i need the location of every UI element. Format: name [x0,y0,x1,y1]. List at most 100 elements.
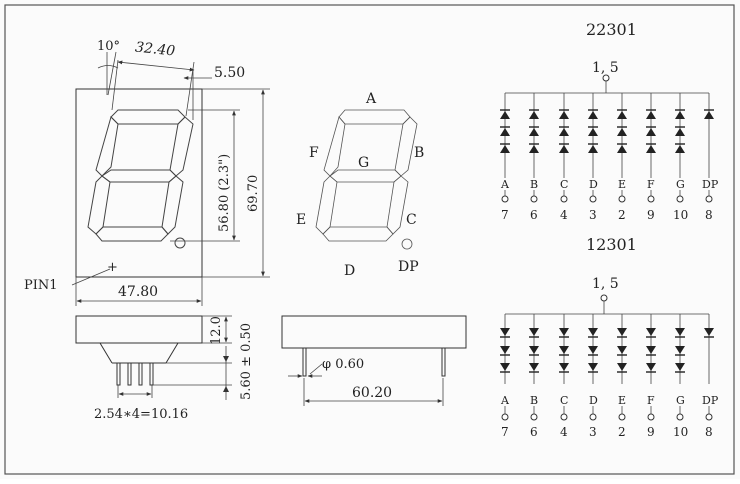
segment-e [315,175,338,235]
led-diode [617,111,627,119]
led-diode [588,363,598,371]
led-diode [646,363,656,371]
pin-terminal [676,413,684,421]
body-height-label: 12.0 [209,316,224,345]
label-b: B [414,145,424,161]
led-diode [529,145,539,153]
led-diode [588,128,598,136]
led-diode [675,111,685,119]
led-diode [675,363,685,371]
segment-c [386,175,409,235]
led-diode [500,346,510,354]
pin-number: 7 [501,425,509,439]
pin1-leader [71,268,111,286]
led-diode [675,346,685,354]
end-view: φ 0.60 60.20 [281,315,467,406]
angle-label: 10° [97,39,120,54]
led-diode [500,111,510,119]
digit-height-label: 56.80 (2.3") [217,154,232,232]
led-diode [646,346,656,354]
angle-arc [97,65,119,69]
segment-pin-label: A [500,178,510,191]
led-diode [704,328,714,336]
led-diode [704,111,714,119]
pin-number: 3 [589,425,597,439]
segment-a-outer [110,109,186,125]
led-diode [617,145,627,153]
schematic-part-number: 12301 [586,235,637,254]
length-label: 60.20 [352,385,392,401]
pin-number: 8 [705,425,713,439]
segment-pin-label: G [676,178,685,191]
segment-pin-label: B [530,394,538,407]
led-diode [500,328,510,336]
label-a: A [365,91,377,107]
schematic-common-pins: 1, 5 [592,60,619,76]
pin-terminal [589,195,597,203]
pin-terminal [676,195,684,203]
led-diode [529,363,539,371]
end-pin-left [302,347,307,377]
segment-pin-label: B [530,178,538,191]
segment-g-outer [101,169,177,183]
pin-number: 10 [673,425,688,439]
pin-number: 9 [647,425,655,439]
led-diode [675,128,685,136]
pin-terminal [647,413,655,421]
end-body-outline [281,315,467,349]
pin-length-arrow-top [223,356,229,362]
pin-number: 6 [530,208,538,222]
schematic-common-pins: 1, 5 [592,276,619,292]
led-diode [675,328,685,336]
pin-terminal [560,413,568,421]
pin-number: 2 [618,208,626,222]
led-diode [646,328,656,336]
segment-e-outer [87,175,111,235]
led-diode [529,346,539,354]
led-diode [529,128,539,136]
led-diode [588,111,598,119]
segment-pin-label: F [647,394,655,407]
pin-terminal [647,195,655,203]
sheet-frame [4,4,735,475]
common-terminal [602,74,610,82]
segment-a [338,109,411,125]
pin-diameter-leader [309,363,323,375]
label-dp: DP [398,259,419,275]
pin-number: 3 [589,208,597,222]
label-g: G [358,155,369,171]
angle-ref-slanted [107,51,117,96]
led-diode [559,145,569,153]
display-body-outline [75,88,203,278]
side-chamfer-right [165,342,179,364]
pin-length-arrow-bottom [223,386,229,392]
pin-terminal [501,413,509,421]
pitch-label: 2.54∗4=10.16 [94,407,188,422]
segment-c-outer [161,175,184,235]
segment-pin-label: DP [702,394,719,407]
segment-view: A F G B E C D DP [296,91,424,279]
decimal-point [401,238,413,250]
led-diode [675,145,685,153]
side-pin [127,362,132,386]
side-body-outline [75,315,203,344]
led-diode [617,328,627,336]
top-span-ext-left [111,59,119,111]
segment-pin-label: A [500,394,510,407]
label-f: F [309,145,319,161]
common-terminal [600,294,608,302]
led-diode [529,111,539,119]
top-span-label: 32.40 [134,39,176,59]
led-diode [646,145,656,153]
side-chamfer-left [99,342,113,364]
pin-length-label: 5.60 ± 0.50 [239,323,254,400]
led-diode [500,145,510,153]
side-pins [116,362,154,386]
segment-b-outer [169,116,194,177]
segment-pin-label: F [647,178,655,191]
pin-number: 8 [705,208,713,222]
pin-number: 4 [560,208,568,222]
led-diode [559,128,569,136]
led-diode [500,363,510,371]
